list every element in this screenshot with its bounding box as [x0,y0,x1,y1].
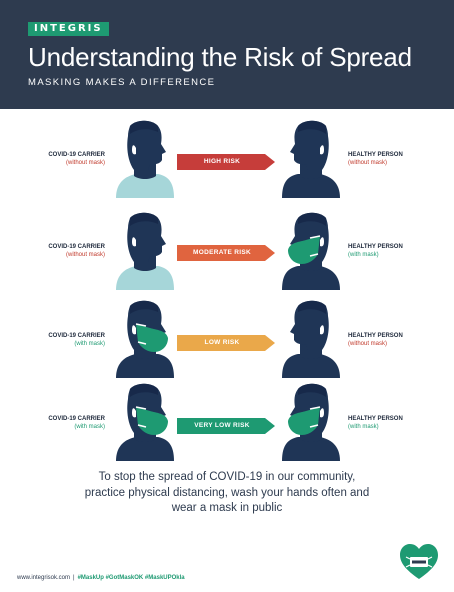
risk-arrow-very-low: VERY LOW RISK [177,418,275,434]
healthy-head-unmasked-icon [278,298,344,378]
carrier-head-masked-icon [112,298,178,378]
risk-arrow-moderate: MODERATE RISK [177,245,275,261]
heart-mask-logo-icon [400,544,438,579]
website-link[interactable]: www.integrisok.com [17,575,71,581]
header-banner: INTEGRIS Understanding the Risk of Sprea… [0,0,454,109]
healthy-head-masked-icon [278,381,344,461]
carrier-label-row1: COVID-19 CARRIER (without mask) [48,152,105,166]
carrier-head-unmasked-icon [112,118,178,198]
carrier-label-row4: COVID-19 CARRIER (with mask) [48,416,105,430]
healthy-head-unmasked-icon [278,118,344,198]
person-label-row1: HEALTHY PERSON (without mask) [348,152,403,166]
person-label-row3: HEALTHY PERSON (without mask) [348,333,403,347]
healthy-head-masked-icon [278,210,344,290]
prevention-message: To stop the spread of COVID-19 in our co… [84,471,370,514]
carrier-head-unmasked-icon [112,210,178,290]
person-label-row2: HEALTHY PERSON (with mask) [348,244,403,258]
risk-arrow-low: LOW RISK [177,335,275,351]
carrier-head-masked-icon [112,381,178,461]
footer: www.integrisok.com|#MaskUp #GotMaskOK #M… [17,575,185,581]
page-subtitle: MASKING MAKES A DIFFERENCE [28,77,216,88]
person-label-row4: HEALTHY PERSON (with mask) [348,416,403,430]
carrier-label-row2: COVID-19 CARRIER (without mask) [48,244,105,258]
carrier-label-row3: COVID-19 CARRIER (with mask) [48,333,105,347]
hashtags: #MaskUp #GotMaskOK #MaskUPOkla [77,575,185,581]
integris-logo: INTEGRIS [28,22,109,36]
risk-arrow-high: HIGH RISK [177,154,275,170]
page-title: Understanding the Risk of Spread [28,42,412,72]
